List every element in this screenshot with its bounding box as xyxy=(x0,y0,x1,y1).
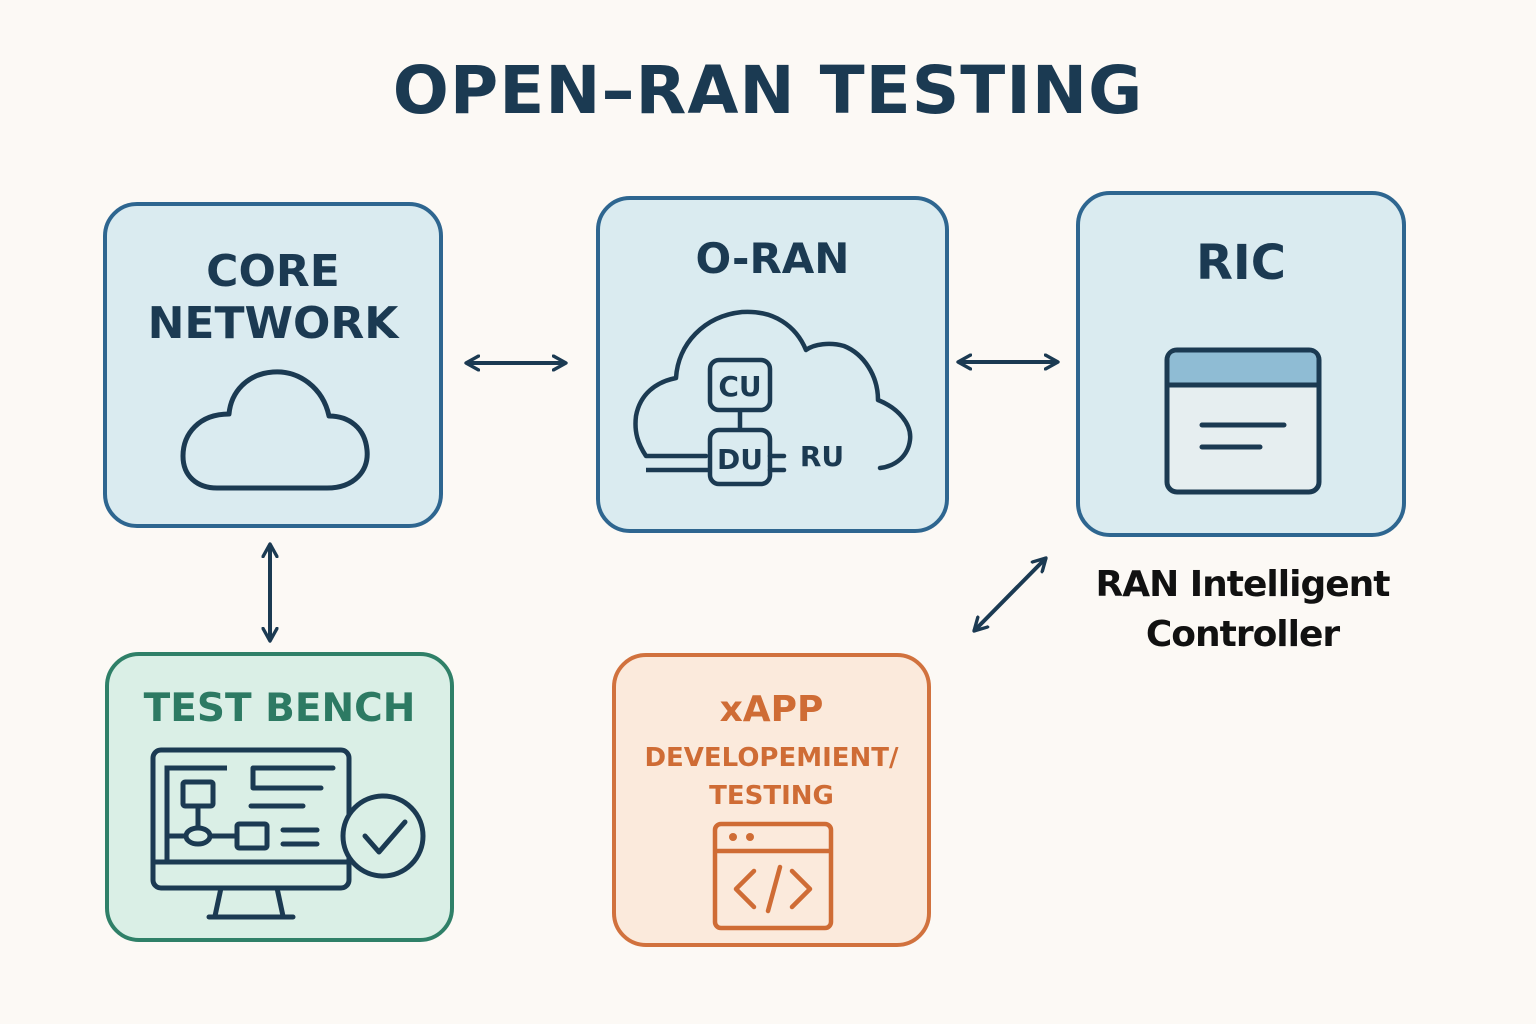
ric-caption-line2: Controller xyxy=(1145,614,1340,655)
ric-caption-line1: RAN Intelligent xyxy=(1095,564,1391,605)
ric-caption: RAN Intelligent Controller xyxy=(1070,560,1415,660)
cloud-icon xyxy=(180,369,370,491)
core-network-label: CORE NETWORK xyxy=(107,246,439,350)
xapp-sub-line1: DEVELOPEMIENT/ xyxy=(644,743,899,773)
core-network-label-line2: NETWORK xyxy=(147,298,399,349)
ric-node[interactable]: RIC xyxy=(1076,191,1406,537)
monitor-check-icon xyxy=(150,747,426,920)
diagram-title: OPEN–RAN TESTING xyxy=(392,52,1144,129)
du-label: DU xyxy=(717,443,763,476)
xapp-label: xAPP xyxy=(719,689,824,730)
test-bench-label: TEST BENCH xyxy=(143,686,416,731)
core-network-node[interactable]: CORE NETWORK xyxy=(103,202,443,528)
xapp-sub-label: DEVELOPEMIENT/ TESTING xyxy=(616,739,927,815)
code-window-icon xyxy=(712,821,834,931)
cloud-icon xyxy=(633,309,913,471)
ru-label: RU xyxy=(800,440,844,473)
xapp-node[interactable]: xAPP DEVELOPEMIENT/ TESTING xyxy=(612,653,931,947)
arrow-ric-xapp xyxy=(974,558,1046,631)
test-bench-node[interactable]: TEST BENCH xyxy=(105,652,454,942)
oran-cloud-diagram: CU DU RU xyxy=(633,309,913,487)
ric-label: RIC xyxy=(1195,235,1287,291)
oran-label: O-RAN xyxy=(695,234,850,283)
cu-label: CU xyxy=(718,370,761,403)
oran-node[interactable]: O-RAN CU DU RU xyxy=(596,196,949,533)
window-icon xyxy=(1164,347,1322,495)
core-network-label-line1: CORE xyxy=(206,246,340,297)
xapp-sub-line2: TESTING xyxy=(709,781,834,811)
